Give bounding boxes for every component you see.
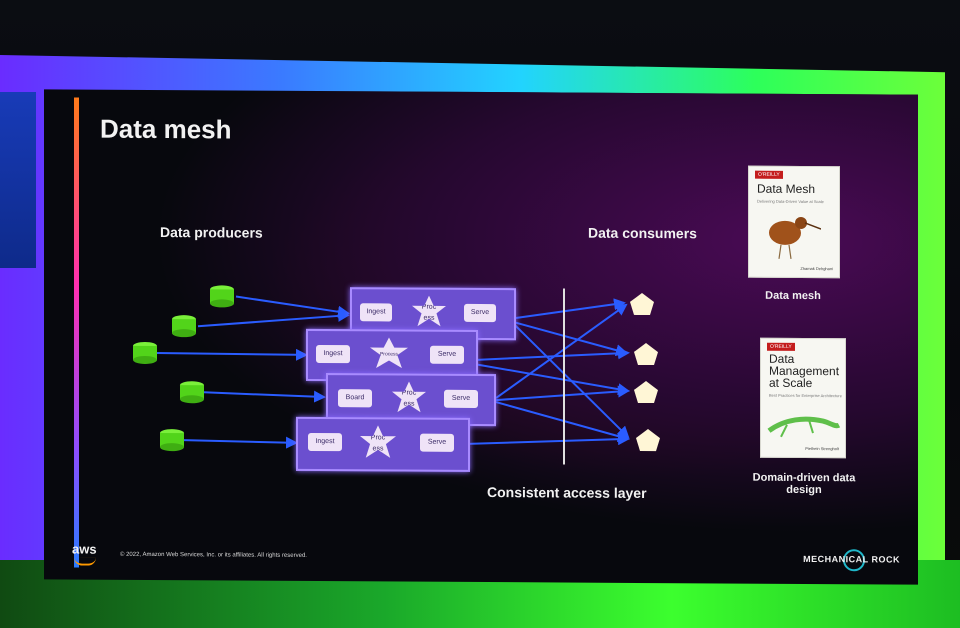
database-cylinder-icon <box>160 429 184 452</box>
data-mesh-diagram <box>133 285 660 465</box>
book-caption: Domain-driven data design <box>752 471 856 497</box>
pentagon-icon <box>634 381 658 404</box>
consumer-arrow <box>513 321 628 357</box>
ingest-chip: Ingest <box>308 432 342 452</box>
book-cover-data-management: O'REILLY Data Management at Scale Best P… <box>760 337 846 459</box>
book-title: Data Mesh <box>757 181 816 197</box>
ingest-chip: Ingest <box>360 303 392 322</box>
database-cylinder-icon <box>180 381 204 404</box>
pipeline-box: Ingest Proc ess Serve <box>296 416 470 472</box>
producer-arrow <box>235 295 350 318</box>
publisher-badge: O'REILLY <box>767 342 795 351</box>
database-cylinder-icon <box>133 341 157 364</box>
consumer-arrow <box>467 433 630 446</box>
side-screen <box>0 92 36 268</box>
consumer-arrow <box>495 303 628 399</box>
consumer-arrow <box>495 401 630 442</box>
serve-chip: Serve <box>420 433 454 452</box>
consumer-arrow <box>513 323 630 439</box>
producer-nodes <box>133 285 234 452</box>
consumer-arrow <box>473 362 630 396</box>
book-title: Data Management at Scale <box>769 351 840 391</box>
producer-arrow <box>197 309 350 328</box>
consumer-arrow <box>473 347 630 361</box>
star-icon: Proc ess <box>412 296 446 330</box>
pentagon-icon <box>634 343 658 366</box>
consumer-arrow <box>513 298 626 320</box>
consumer-nodes <box>630 292 660 452</box>
database-cylinder-icon <box>210 285 234 308</box>
star-icon: Proc ess <box>392 381 426 415</box>
book-author: Piethein Strengholt <box>805 445 839 452</box>
producer-arrow <box>203 390 326 403</box>
star-icon: Proc ess <box>360 425 396 461</box>
producer-arrow <box>155 348 308 361</box>
ingest-chip: Board <box>338 389 372 408</box>
lizard-illustration-icon <box>767 416 841 438</box>
serve-chip: Serve <box>464 303 496 323</box>
serve-chip: Serve <box>430 345 464 364</box>
pentagon-icon <box>636 429 660 452</box>
book-cover-data-mesh: O'REILLY Data Mesh Delivering Data-Drive… <box>748 165 840 279</box>
book-author: Zhamak Dehghani <box>800 265 833 272</box>
pentagon-icon <box>630 292 654 316</box>
star-icon: Process <box>370 337 408 371</box>
bird-illustration-icon <box>769 216 821 259</box>
ingest-chip: Ingest <box>316 344 350 364</box>
book-caption: Data mesh <box>765 289 821 303</box>
presentation-slide: Data mesh Data producers Data consumers <box>44 89 918 585</box>
access-layer-label: Consistent access layer <box>487 484 647 502</box>
publisher-badge: O'REILLY <box>755 170 783 179</box>
aws-logo: aws <box>72 541 97 557</box>
partner-logo: MECHANICAL ROCK <box>803 553 900 565</box>
database-cylinder-icon <box>172 315 196 338</box>
copyright-text: © 2022, Amazon Web Services, Inc. or its… <box>120 551 307 559</box>
producer-arrow <box>183 436 298 449</box>
consumer-arrow <box>495 385 630 402</box>
book-subtitle: Best Practices for Enterprise Architectu… <box>769 392 842 399</box>
serve-chip: Serve <box>444 389 478 408</box>
